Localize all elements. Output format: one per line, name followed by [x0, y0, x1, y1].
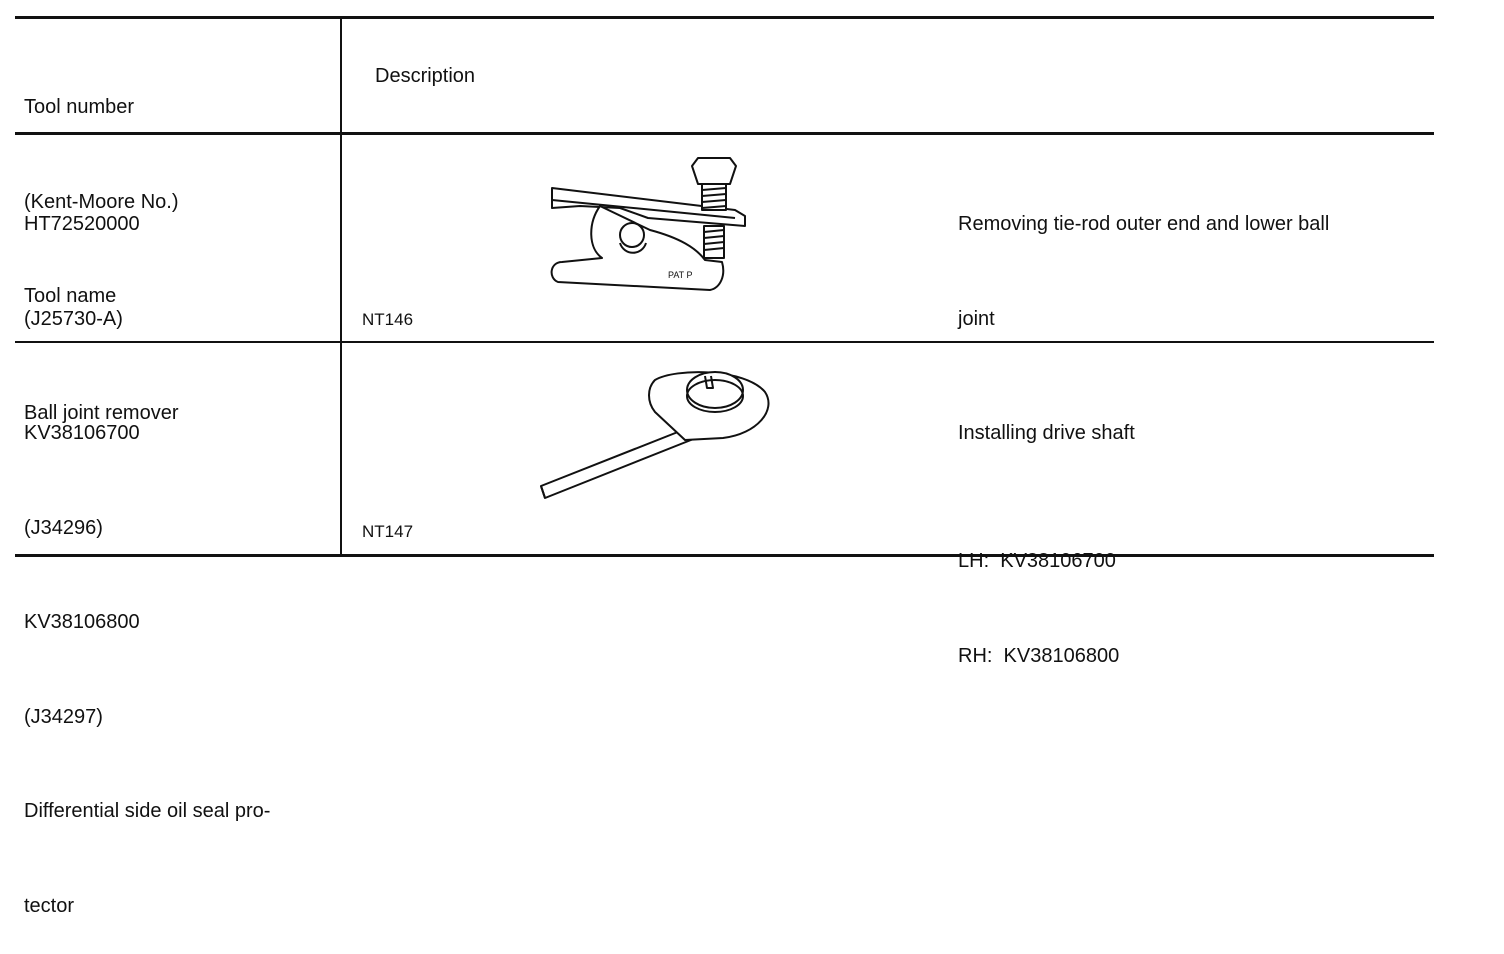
column-divider: [340, 18, 342, 556]
ball-joint-remover-icon: PAT P: [550, 157, 746, 291]
header-line: Tool name: [24, 285, 117, 307]
tool-line: (J34296): [24, 516, 103, 539]
tool-line: (J34297): [24, 705, 103, 728]
header-description: Description: [375, 65, 476, 87]
tool-line: Ball joint remover: [24, 402, 179, 424]
header-line: (Kent-Moore No.): [24, 190, 179, 213]
row1-tool-info: HT72520000 (J25730-A) Ball joint remover: [24, 146, 179, 461]
tool-line: KV38106700: [24, 422, 140, 444]
description-line: Removing tie-rod outer end and lower bal…: [958, 213, 1330, 235]
header-line: Tool number: [24, 96, 135, 118]
tool-line: tector: [24, 894, 75, 917]
table-top-rule: [15, 16, 1434, 19]
row2-description: Installing drive shaft: [958, 355, 1135, 481]
description-line: Installing drive shaft: [958, 422, 1135, 444]
description-line: joint: [958, 307, 995, 330]
row2-figure-code: NT147: [362, 522, 414, 541]
tool-line: Differential side oil seal pro-: [24, 800, 271, 822]
oil-seal-protector-icon: [540, 371, 770, 499]
table-bottom-rule: [15, 554, 1434, 557]
tool-line: HT72520000: [24, 213, 140, 235]
row1-description: Removing tie-rod outer end and lower bal…: [958, 146, 1329, 367]
side-code-lh: LH: KV38106700: [958, 550, 1116, 572]
header-bottom-rule: [15, 132, 1434, 135]
header-tool-number: Tool number (Kent-Moore No.) Tool name: [24, 29, 179, 344]
figure-patent-label: PAT P: [668, 270, 693, 280]
row2-side-codes: LH: KV38106700 RH: KV38106800: [958, 483, 1119, 704]
row-divider: [15, 341, 1434, 343]
row1-figure-code: NT146: [362, 310, 414, 329]
tool-line: (J25730-A): [24, 307, 123, 330]
side-code-rh: RH: KV38106800: [958, 644, 1120, 667]
tool-line: KV38106800: [24, 611, 140, 633]
row2-tool-info: KV38106700 (J34296) KV38106800 (J34297) …: [24, 355, 270, 954]
